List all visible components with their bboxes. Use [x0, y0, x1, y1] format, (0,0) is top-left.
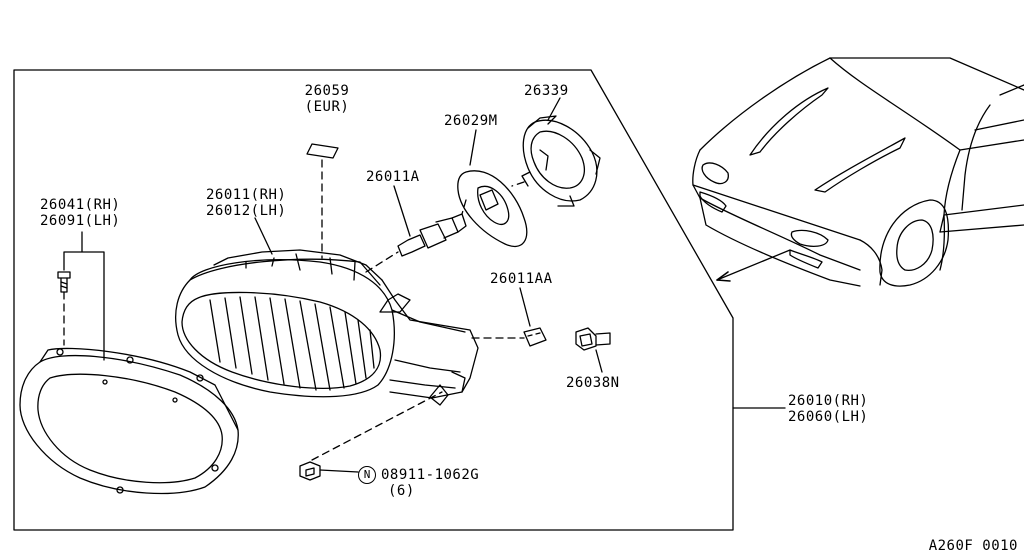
parts-frame [13, 69, 734, 531]
retainer-ring-icon [521, 115, 601, 207]
leader-26011A [393, 185, 411, 237]
part-number-26038N: 26038N [566, 375, 620, 391]
diagram-code: A260F 0010 [928, 538, 1018, 554]
bracket-26041 [63, 231, 105, 361]
leader-26011 [254, 217, 273, 255]
leader-26038N [595, 349, 603, 373]
part-number-26010-rh: 26010(RH) [788, 393, 869, 409]
label-sticker-icon [306, 143, 339, 159]
part-note-26059: (EUR) [304, 99, 350, 115]
leader-08911 [319, 469, 359, 473]
n-symbol-icon: N [358, 466, 376, 484]
part-qty-08911: (6) [388, 483, 415, 499]
dashed-nut [311, 391, 443, 461]
part-number-26059: 26059 [304, 83, 350, 99]
leader-26339 [547, 97, 561, 121]
part-number-26011AA: 26011AA [490, 271, 553, 287]
part-number-26011-rh: 26011(RH) [206, 187, 287, 203]
leader-26029M [469, 129, 477, 166]
part-number-26029M: 26029M [444, 113, 498, 129]
headlamp-bezel-icon [19, 347, 239, 495]
dashed-26029M [461, 199, 467, 215]
car-illustration-icon [692, 57, 1024, 287]
rubber-cap-icon [457, 170, 528, 248]
bulb-socket-icon [575, 327, 611, 351]
bulb-leader [365, 251, 399, 273]
part-number-26060-lh: 26060(LH) [788, 409, 869, 425]
part-number-26012-lh: 26012(LH) [206, 203, 287, 219]
leader-26011AA [519, 287, 531, 327]
part-number-26091-lh: 26091(LH) [40, 213, 121, 229]
bezel-screw-icon [57, 271, 71, 293]
headlamp-bulb-icon [397, 213, 467, 257]
nut-icon [299, 461, 321, 481]
dashed-26339 [511, 181, 525, 187]
small-bulb-icon [523, 327, 547, 347]
headlamp-assembly-icon [175, 249, 479, 406]
part-number-26011A: 26011A [366, 169, 420, 185]
part-number-26339: 26339 [524, 83, 569, 99]
part-number-26041-rh: 26041(RH) [40, 197, 121, 213]
part-number-08911-1062G: 08911-1062G [381, 467, 480, 483]
